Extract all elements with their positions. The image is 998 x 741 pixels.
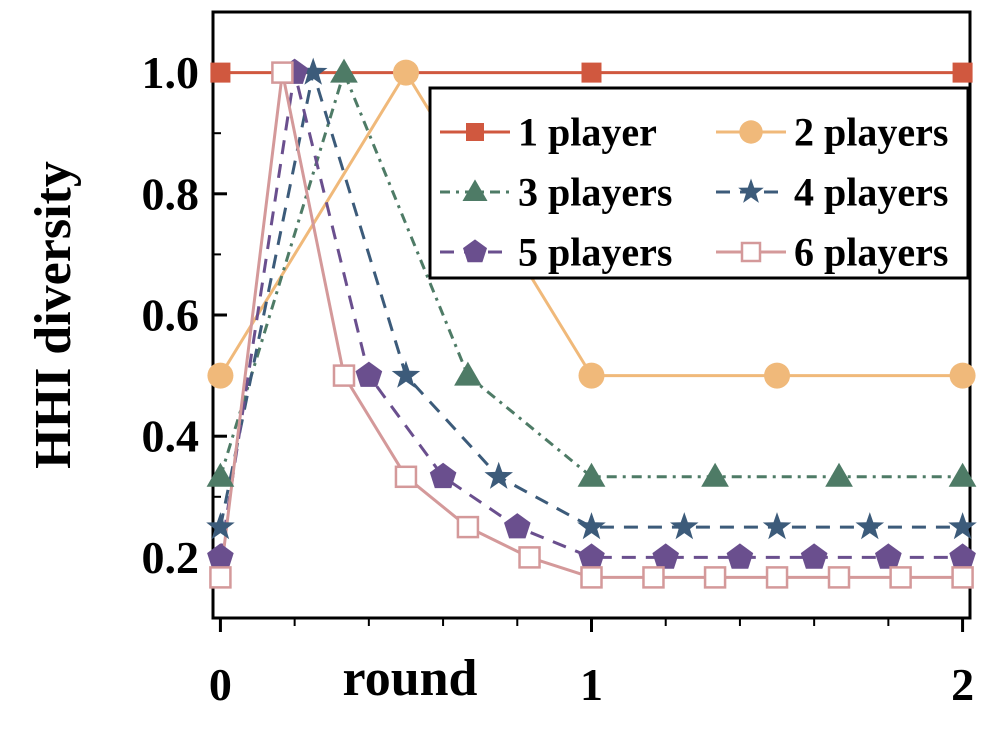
data-point-series-2 [578, 362, 605, 389]
data-point-series-6 [456, 515, 480, 539]
data-point-series-6 [951, 566, 974, 589]
y-axis: 0.2 0.4 0.6 0.8 1.0 [142, 47, 227, 619]
data-point-series-4 [762, 512, 792, 540]
data-point-series-6 [765, 566, 789, 589]
data-point-series-2 [207, 362, 234, 389]
data-point-series-6 [271, 61, 294, 84]
data-point-series-3 [454, 361, 482, 386]
data-point-series-5 [949, 543, 976, 569]
legend-label-1: 1 player [518, 110, 657, 155]
data-point-series-6 [332, 364, 356, 387]
data-point-series-6 [703, 566, 727, 589]
legend-marker-6 [740, 241, 762, 263]
legend: 1 player 2 players 3 players 4 players 5 pla… [428, 86, 970, 280]
data-point-series-3 [701, 462, 729, 487]
data-point-series-5 [652, 543, 679, 569]
y-tick-label: 0.2 [142, 532, 200, 583]
data-point-series-5 [726, 543, 754, 569]
legend-marker-3 [462, 179, 488, 201]
legend-marker-4 [738, 178, 764, 203]
data-point-series-6 [394, 465, 418, 489]
legend-marker-2 [739, 120, 763, 144]
legend-marker-1 [466, 123, 484, 141]
legend-label-4: 4 players [794, 170, 948, 215]
y-tick-label: 0.8 [142, 168, 200, 219]
data-point-series-4 [948, 512, 977, 540]
data-point-series-1 [581, 62, 602, 83]
legend-label-2: 2 players [794, 110, 948, 155]
data-point-series-3 [206, 462, 235, 487]
data-point-series-3 [948, 462, 977, 487]
legend-marker-5 [463, 239, 487, 263]
data-point-series-5 [504, 513, 531, 539]
data-point-series-6 [580, 566, 603, 589]
data-point-series-2 [949, 362, 976, 389]
data-point-series-5 [355, 361, 383, 387]
x-tick-label: 2 [951, 659, 974, 710]
legend-label-3: 3 players [518, 170, 672, 215]
x-axis: 0 1 2 [209, 618, 974, 710]
y-tick-label: 1.0 [142, 47, 200, 98]
x-tick-label: 0 [209, 659, 232, 710]
legend-label-5: 5 players [518, 230, 672, 275]
y-tick-label: 0.4 [142, 411, 200, 462]
legend-box [428, 86, 970, 280]
data-point-series-4 [484, 461, 513, 489]
x-axis-title: round [343, 650, 478, 707]
data-point-series-1 [952, 62, 973, 83]
x-tick-label: 1 [580, 659, 603, 710]
series-markers [206, 57, 977, 589]
data-point-series-4 [670, 512, 699, 540]
data-point-series-5 [578, 543, 605, 569]
data-point-series-6 [209, 566, 232, 589]
data-point-series-2 [764, 362, 791, 389]
data-point-series-5 [207, 543, 234, 569]
data-point-series-5 [429, 462, 457, 489]
data-point-series-3 [577, 462, 606, 487]
data-point-series-3 [330, 58, 358, 83]
y-tick-label: 0.6 [142, 290, 200, 341]
data-point-series-6 [518, 546, 541, 569]
data-point-series-3 [825, 462, 853, 487]
data-point-series-4 [577, 512, 606, 540]
data-point-series-4 [206, 512, 235, 540]
data-point-series-6 [827, 566, 851, 589]
legend-label-6: 6 players [794, 230, 948, 275]
series-line-5 [218, 71, 963, 559]
data-point-series-6 [642, 566, 665, 589]
data-point-series-4 [298, 57, 328, 85]
data-point-series-4 [855, 512, 885, 540]
data-point-series-4 [391, 360, 421, 388]
data-point-series-2 [392, 59, 419, 86]
data-point-series-1 [210, 62, 231, 83]
data-point-series-5 [875, 543, 902, 569]
y-axis-title: HHI diversity [25, 161, 82, 469]
data-point-series-5 [800, 543, 828, 569]
data-point-series-6 [889, 566, 912, 589]
